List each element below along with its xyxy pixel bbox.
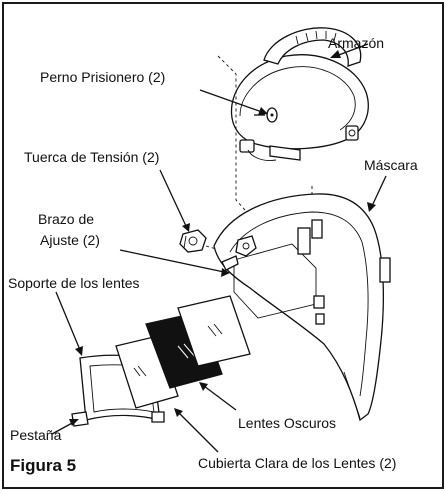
tension-nut-tuerca (179, 229, 207, 253)
label-tuerca: Tuerca de Tensión (2) (24, 149, 159, 165)
helmet-shell-mascara (213, 193, 391, 422)
headgear-armazon (230, 27, 369, 161)
clear-cover-lens-rear (177, 295, 251, 367)
figure-title: Figura 5 (10, 456, 76, 475)
label-perno: Perno Prisionero (2) (40, 69, 165, 85)
label-soporte: Soporte de los lentes (8, 275, 140, 291)
label-pestana: Pestaña (10, 427, 62, 443)
stud-perno (254, 107, 278, 123)
label-brazo-line1: Brazo de (38, 211, 94, 227)
leader-lines (51, 43, 387, 453)
label-lentes-oscuros: Lentes Oscuros (238, 415, 336, 431)
label-mascara: Máscara (364, 157, 418, 173)
label-brazo-line2: Ajuste (2) (40, 232, 100, 248)
adjusting-arm-brazo (221, 235, 257, 271)
label-armazon: Armazón (328, 35, 384, 51)
label-cubierta-clara: Cubierta Clara de los Lentes (2) (198, 455, 396, 471)
